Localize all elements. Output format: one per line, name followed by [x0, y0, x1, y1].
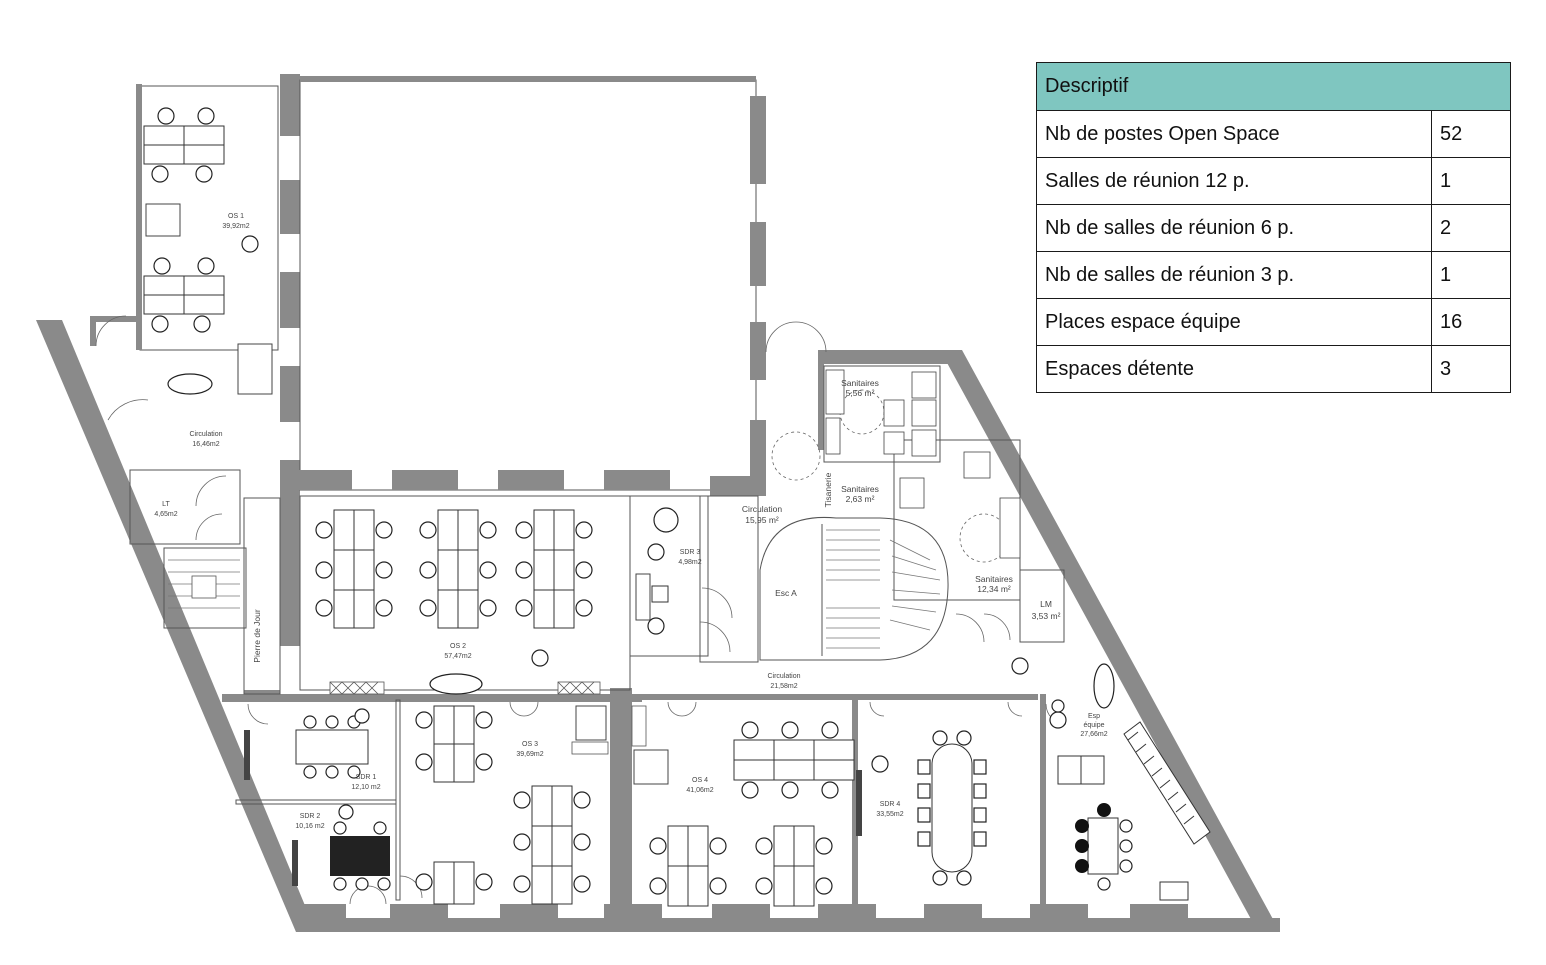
label-tisanerie: Tisanerie [823, 472, 833, 507]
table-row: Places espace équipe 16 [1036, 298, 1511, 346]
room-labels: OS 1 39,92m2 Circulation 16,46m2 LT 4,65… [154, 213, 1107, 830]
table-row: Nb de postes Open Space 52 [1036, 110, 1511, 158]
label-sdr1-name: SDR 1 [356, 774, 377, 781]
label-esca: Esc A [775, 588, 797, 598]
label-os3-name: OS 3 [522, 741, 538, 748]
label-lm-area: 3,53 m² [1032, 611, 1061, 621]
team-space-furniture [1011, 657, 1189, 901]
row-value: 3 [1431, 345, 1511, 393]
row-value: 2 [1431, 204, 1511, 252]
label-san3-name: Sanitaires [975, 574, 1013, 584]
label-lm-name: LM [1040, 599, 1052, 609]
table-row: Nb de salles de réunion 6 p. 2 [1036, 204, 1511, 252]
sdr4-furniture [917, 730, 987, 886]
sanitary-fixtures [825, 369, 1021, 559]
label-os4-name: OS 4 [692, 777, 708, 784]
label-os3-area: 39,69m2 [516, 751, 543, 758]
label-san2-name: Sanitaires [841, 484, 879, 494]
row-label: Salles de réunion 12 p. [1036, 157, 1432, 205]
table-row: Salles de réunion 12 p. 1 [1036, 157, 1511, 205]
os3-desks [415, 705, 607, 905]
label-circ1-name: Circulation [189, 431, 222, 438]
sdr1-furniture [244, 708, 370, 780]
label-sdr4-name: SDR 4 [880, 801, 901, 808]
label-sdr2-area: 10,16 m2 [295, 823, 324, 830]
os1-desks [143, 107, 273, 395]
label-esp-name: Esp [1088, 713, 1100, 720]
label-sdr1-area: 12,10 m2 [351, 784, 380, 791]
row-value: 1 [1431, 251, 1511, 299]
label-circ3-name: Circulation [767, 673, 800, 680]
table-header: Descriptif [1036, 62, 1511, 111]
row-label: Espaces détente [1036, 345, 1432, 393]
label-sdr3-area: 4,98m2 [678, 559, 701, 566]
label-esp-name2: équipe [1083, 722, 1104, 729]
label-esp-area: 27,66m2 [1080, 731, 1107, 738]
table-row: Espaces détente 3 [1036, 345, 1511, 393]
row-label: Nb de salles de réunion 3 p. [1036, 251, 1432, 299]
label-circ1-area: 16,46m2 [192, 441, 219, 448]
label-san1-name: Sanitaires [841, 378, 879, 388]
label-os1-area: 39,92m2 [222, 223, 249, 230]
descriptif-table: Descriptif Nb de postes Open Space 52 Sa… [1036, 62, 1511, 393]
row-value: 1 [1431, 157, 1511, 205]
furniture [143, 107, 1189, 907]
label-san1-area: 5,56 m² [846, 388, 875, 398]
label-os1-name: OS 1 [228, 213, 244, 220]
table-row: Nb de salles de réunion 3 p. 1 [1036, 251, 1511, 299]
label-circ3-area: 21,58m2 [770, 683, 797, 690]
label-lt-name: LT [162, 501, 170, 508]
interior-walls [129, 365, 1211, 918]
os4-desks [633, 721, 889, 907]
sdr3-furniture [635, 507, 679, 635]
label-san2-area: 2,63 m² [846, 494, 875, 504]
row-value: 52 [1431, 110, 1511, 158]
label-os2-area: 57,47m2 [444, 653, 471, 660]
label-lt-area: 4,65m2 [154, 511, 177, 518]
row-label: Nb de salles de réunion 6 p. [1036, 204, 1432, 252]
row-value: 16 [1431, 298, 1511, 346]
label-os4-area: 41,06m2 [686, 787, 713, 794]
label-os2-name: OS 2 [450, 643, 466, 650]
label-sdr2-name: SDR 2 [300, 813, 321, 820]
label-sdr3-name: SDR 3 [680, 549, 701, 556]
sdr2-furniture [292, 804, 391, 891]
label-sdr4-area: 33,55m2 [876, 811, 903, 818]
label-san3-area: 12,34 m² [977, 584, 1011, 594]
os2-desks [315, 509, 593, 695]
label-circ2-name: Circulation [742, 504, 782, 514]
label-pierre-de-jour: Pierre de Jour [252, 609, 262, 663]
row-label: Places espace équipe [1036, 298, 1432, 346]
label-circ2-area: 15,95 m² [745, 515, 779, 525]
row-label: Nb de postes Open Space [1036, 110, 1432, 158]
